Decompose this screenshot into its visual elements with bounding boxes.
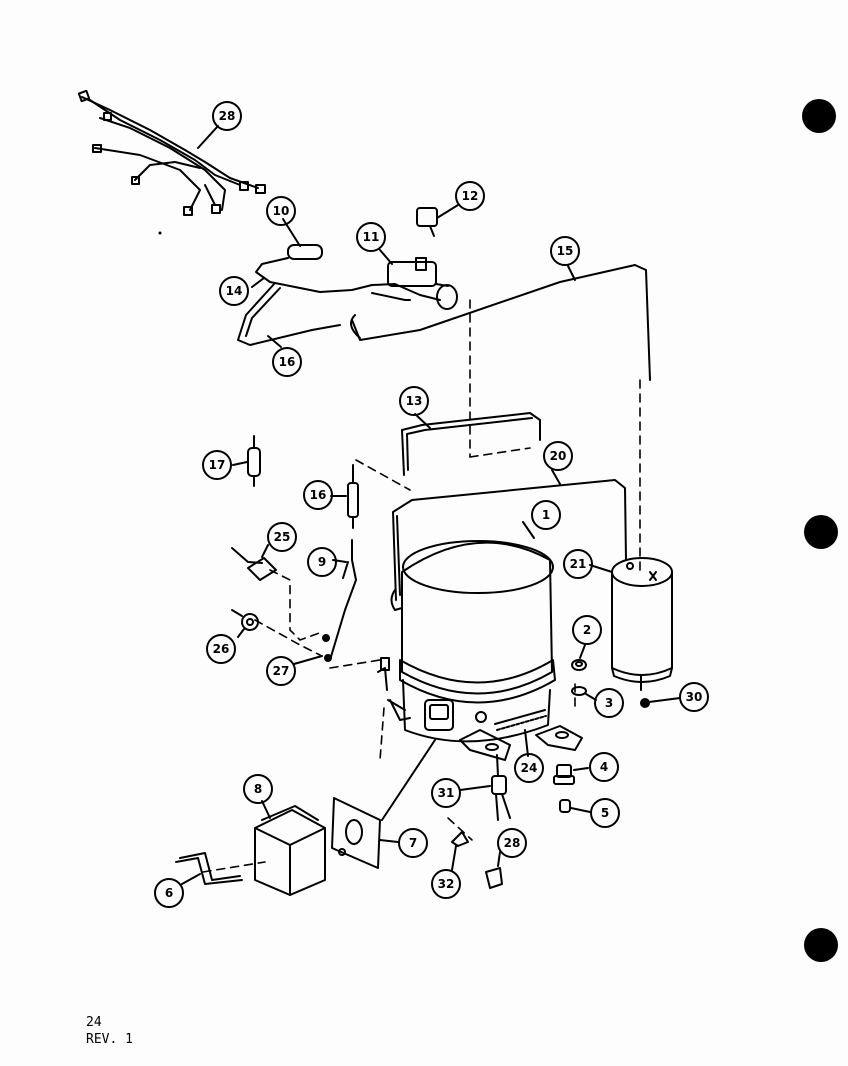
callout-1: 1	[542, 508, 550, 522]
bail-clip	[175, 852, 243, 885]
callout-9: 9	[318, 555, 326, 569]
mounting-bolt-and-sleeve	[553, 764, 591, 813]
callout-6: 6	[165, 886, 173, 900]
callout-25: 25	[274, 530, 291, 544]
accumulator-tank	[589, 557, 673, 691]
leader-24	[524, 729, 529, 757]
condenser-tube	[392, 469, 627, 601]
callout-28-plug: 28	[504, 836, 521, 850]
terminal-gasket	[331, 739, 436, 869]
tank-plug	[640, 697, 681, 708]
binder-hole-middle	[804, 515, 838, 549]
compressor	[377, 521, 556, 743]
callout-20: 20	[550, 449, 567, 463]
process-line	[329, 539, 357, 661]
callout-2: 2	[583, 623, 591, 637]
callout-15: 15	[557, 244, 574, 258]
callout-5: 5	[601, 806, 609, 820]
bent-tube	[237, 282, 341, 348]
page-number: 24	[86, 1015, 102, 1030]
callout-16-top: 16	[279, 355, 296, 369]
callout-27: 27	[273, 664, 290, 678]
filter-drier-and-line	[251, 218, 373, 293]
terminal-plug	[485, 851, 503, 889]
callout-28-harness: 28	[219, 109, 236, 123]
revision-label: REV. 1	[86, 1032, 133, 1047]
valve-assembly	[371, 249, 458, 310]
grommet-and-washer	[571, 644, 597, 701]
nut	[231, 609, 259, 638]
callout-4: 4	[600, 760, 608, 774]
drier	[232, 435, 261, 487]
callout-12: 12	[462, 189, 479, 203]
harness-connector	[459, 754, 511, 821]
callout-17: 17	[209, 458, 226, 472]
valve-solenoid	[416, 204, 459, 237]
mounting-brackets	[389, 699, 583, 761]
relay	[231, 544, 277, 581]
callout-30: 30	[686, 690, 703, 704]
callout-8: 8	[254, 782, 262, 796]
binder-hole-bottom	[804, 928, 838, 962]
callout-31: 31	[438, 786, 455, 800]
callout-10: 10	[273, 204, 290, 218]
callout-32: 32	[438, 877, 455, 891]
callout-labels: 28 10 12 11 15 14 16 13 17 20 16 1 25 9 …	[165, 109, 703, 900]
callout-7: 7	[409, 836, 417, 850]
callout-14: 14	[226, 284, 243, 298]
binder-hole-top	[802, 99, 836, 133]
terminal-cover	[254, 800, 326, 896]
alignment-lines	[202, 299, 641, 873]
clamp	[293, 634, 332, 665]
callout-3: 3	[605, 696, 613, 710]
callout-circles	[154, 101, 709, 908]
wiring-harness	[77, 89, 266, 216]
callout-13: 13	[406, 394, 423, 408]
stray-dot	[158, 231, 162, 235]
callout-24: 24	[521, 761, 538, 775]
process-tube	[330, 464, 359, 529]
callout-26: 26	[213, 642, 230, 656]
callout-21: 21	[570, 557, 587, 571]
callout-11: 11	[363, 230, 380, 244]
discharge-tube	[350, 264, 651, 381]
callout-16-middle: 16	[310, 488, 327, 502]
suction-tube	[401, 412, 541, 476]
terminal-clip	[451, 831, 469, 871]
